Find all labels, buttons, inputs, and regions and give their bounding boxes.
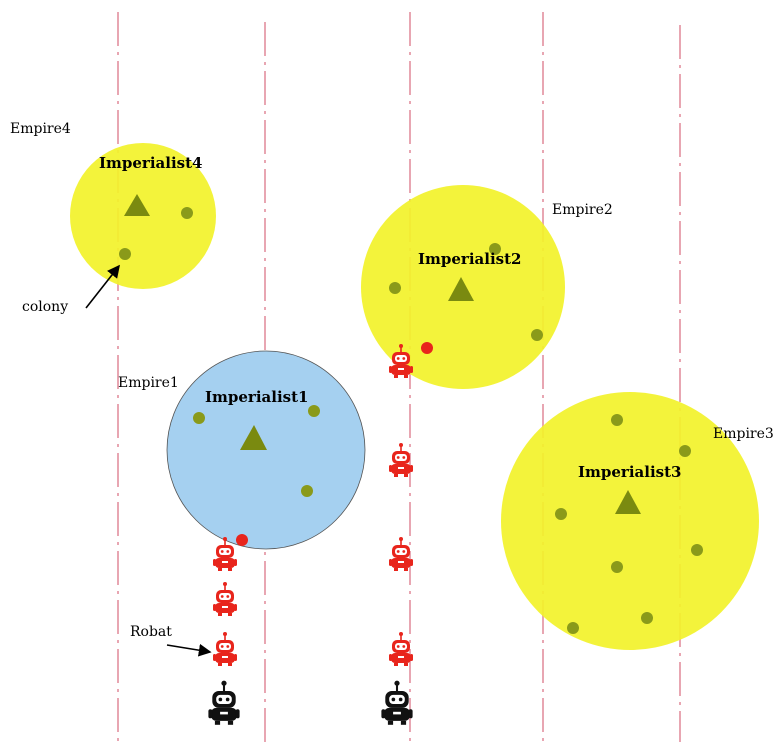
imperialist1-triangle-icon xyxy=(240,425,267,450)
colony-dot-icon xyxy=(679,445,691,457)
red-robot-icon xyxy=(388,442,414,478)
empire3: Imperialist3 xyxy=(501,392,759,650)
empire2-label: Empire2 xyxy=(552,202,613,218)
robot-arrow xyxy=(166,643,212,657)
empire3-label: Empire3 xyxy=(713,426,774,442)
black-robot-icon xyxy=(380,679,414,726)
imperialist1-label: Imperialist1 xyxy=(205,388,308,406)
colony-dot-icon xyxy=(389,282,401,294)
empire1: Imperialist1 xyxy=(166,350,366,550)
empire2: Imperialist2 xyxy=(361,185,565,389)
target-red-dot-icon xyxy=(421,342,433,354)
colony-dot-icon xyxy=(301,485,313,497)
colony-dot-icon xyxy=(308,405,320,417)
lanes xyxy=(117,12,681,742)
colony-annotation-label: colony xyxy=(22,299,68,315)
colony-dot-icon xyxy=(567,622,579,634)
empire4-label: Empire4 xyxy=(10,121,71,137)
robot-annotation-label: Robat xyxy=(130,624,172,640)
empire4: Imperialist4 xyxy=(70,143,216,289)
robot-column-left xyxy=(207,536,241,726)
colony-dot-icon xyxy=(555,508,567,520)
imperialist2-label: Imperialist2 xyxy=(418,250,521,268)
imperialist4-label: Imperialist4 xyxy=(99,154,202,172)
imperialist3-label: Imperialist3 xyxy=(578,463,681,481)
colony-dot-icon xyxy=(611,414,623,426)
red-robot-icon xyxy=(388,631,414,667)
colony-dot-icon xyxy=(181,207,193,219)
colony-dot-icon xyxy=(611,561,623,573)
colony-dot-icon xyxy=(489,243,501,255)
colony-dot-icon xyxy=(193,412,205,424)
red-robot-icon xyxy=(212,631,238,667)
imperialist2-triangle-icon xyxy=(448,277,474,301)
target-red-dot-icon xyxy=(236,534,248,546)
imperialist4-triangle-icon xyxy=(124,194,150,216)
colony-dot-icon xyxy=(641,612,653,624)
colony-dot-icon xyxy=(119,248,131,260)
colony-arrow xyxy=(85,264,120,309)
empire1-label: Empire1 xyxy=(118,375,179,391)
robot-column-right xyxy=(380,343,414,726)
colony-dot-icon xyxy=(531,329,543,341)
imperialist3-triangle-icon xyxy=(615,490,641,514)
colony-dot-icon xyxy=(691,544,703,556)
black-robot-icon xyxy=(207,679,241,726)
red-robot-icon xyxy=(212,581,238,617)
empire3-region xyxy=(501,392,759,650)
